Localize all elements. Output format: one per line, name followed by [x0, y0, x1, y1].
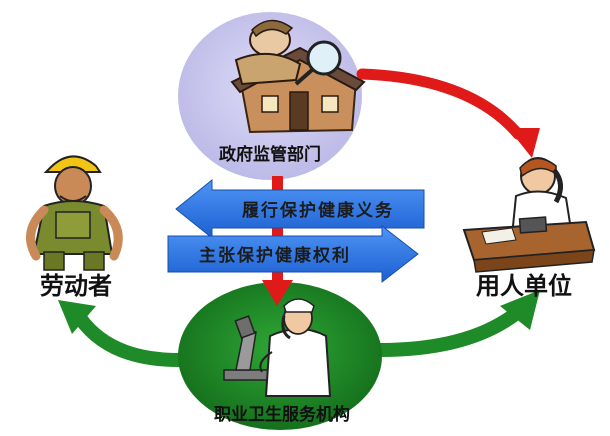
- green-arrow-to-employer: [373, 305, 525, 357]
- health-service-node: 职业卫生服务机构: [178, 282, 382, 430]
- employer-label: 用人单位: [476, 271, 572, 300]
- rights-arrow: 主张保护健康权利: [167, 224, 419, 284]
- red-arrowhead-down: [262, 280, 293, 306]
- rights-arrow-label: 主张保护健康权利: [199, 245, 351, 266]
- inspector-house-icon: [230, 19, 366, 134]
- obligation-arrow: 履行保护健康义务: [175, 178, 425, 240]
- employer-desk-phone-icon: [462, 157, 596, 273]
- worker-label: 劳动者: [40, 271, 112, 300]
- worker-node: 劳动者: [26, 155, 123, 300]
- red-arrow-shaft-down: [272, 176, 283, 282]
- green-loop-arrows: [58, 290, 540, 367]
- employer-node: 用人单位: [462, 157, 596, 300]
- red-arrowhead-employer: [508, 128, 540, 158]
- green-arrowhead-worker: [58, 300, 96, 334]
- red-arrows: [262, 68, 540, 306]
- obligation-arrow-shape: [175, 178, 425, 240]
- nurse-microscope-icon: [223, 298, 332, 397]
- government-label: 政府监管部门: [219, 144, 321, 165]
- rights-arrow-shape: [167, 224, 419, 284]
- worker-icon: [26, 155, 123, 271]
- government-node: 政府监管部门: [178, 12, 366, 180]
- health-service-label: 职业卫生服务机构: [214, 404, 350, 425]
- green-arrow-to-worker: [73, 311, 185, 367]
- red-arrow-to-employer: [356, 68, 524, 140]
- green-arrowhead-employer: [500, 290, 540, 330]
- obligation-arrow-label: 履行保护健康义务: [242, 200, 394, 221]
